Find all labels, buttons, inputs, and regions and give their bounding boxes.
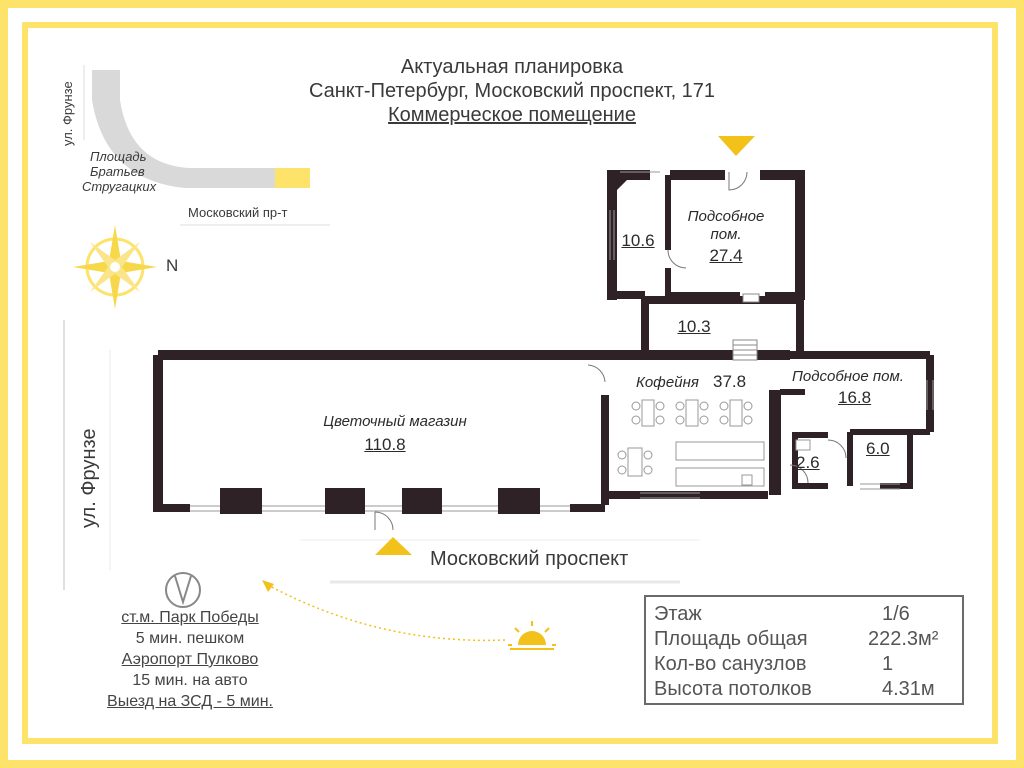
room-utility-right-name: Подсобное пом. [792,368,904,385]
floor-value: 1/6 [882,603,910,625]
street-frunze-top-label: ул. Фрунзе [60,81,75,146]
stairs [732,293,760,361]
room-wc2-area: 6.0 [866,439,890,458]
metro-icon [165,572,201,608]
square-label-1: Площадь [90,149,147,164]
square-label-3: Стругацких [82,179,157,194]
height-label: Высота потолков [654,678,812,700]
room-utility-top-name-2: пом. [710,226,742,243]
road-highlight [275,168,310,188]
room-utility-right-area: 16.8 [838,388,872,407]
street-frunze-side-label: ул. Фрунзе [78,428,100,528]
airport: Аэропорт Пулково [121,651,259,668]
room-coffee-name: Кофейня [636,374,699,391]
doors [374,171,847,531]
exit-zsd: Выезд на ЗСД - 5 мин. [107,693,273,710]
sun-path-arrow [267,584,506,642]
pillar [402,488,442,514]
room-coffee-area: 37.8 [713,372,747,391]
room-wc1-area: 2.6 [796,453,820,472]
street-moskovsky-bottom-label: Московский проспект [430,548,629,570]
metro-time: 5 мин. пешком [135,630,245,647]
cafe-furniture [617,399,811,487]
airport-time: 15 мин. на авто [132,672,248,689]
pillar [325,488,365,514]
wall-corner-a [612,172,635,195]
inner-frame [22,22,998,744]
compass-icon [73,225,157,309]
area-label: Площадь общая [654,628,808,650]
room-middle-area: 10.3 [677,317,711,336]
compass-north-label: N [166,256,179,275]
property-info-box: Этаж 1/6 Площадь общая 222.3м² Кол-во са… [644,595,964,705]
square-label-2: Братьев [90,164,145,179]
room-utility-top-area: 27.4 [709,246,743,265]
pillar [220,488,262,514]
sun-icon [508,621,556,650]
title-line1: Актуальная планировка [400,56,624,78]
street-moskovsky-short-label: Московский пр-т [188,205,288,220]
room-flower-shop-area: 110.8 [364,435,406,454]
metro-station: ст.м. Парк Победы [121,609,259,626]
pillar [498,488,540,514]
height-value: 4.31м [882,678,935,700]
room-flower-shop-name: Цветочный магазин [323,413,467,430]
windows [190,171,934,512]
title-line3: Коммерческое помещение [388,104,636,126]
room-small-top-area: 10.6 [621,231,655,250]
road-curve [92,70,275,188]
title-line2: Санкт-Петербург, Московский проспект, 17… [308,80,716,102]
sun-path-arrowhead-icon [262,580,274,592]
floor-label: Этаж [654,603,702,625]
bath-label: Кол-во санузлов [654,653,807,675]
bath-value: 1 [882,653,894,675]
room-utility-top-name-1: Подсобное [687,208,765,225]
entrance-arrow-top-icon [718,136,755,156]
walls [153,170,934,512]
area-value: 222.3м² [868,628,939,650]
entrance-arrow-bottom-icon [375,537,412,555]
